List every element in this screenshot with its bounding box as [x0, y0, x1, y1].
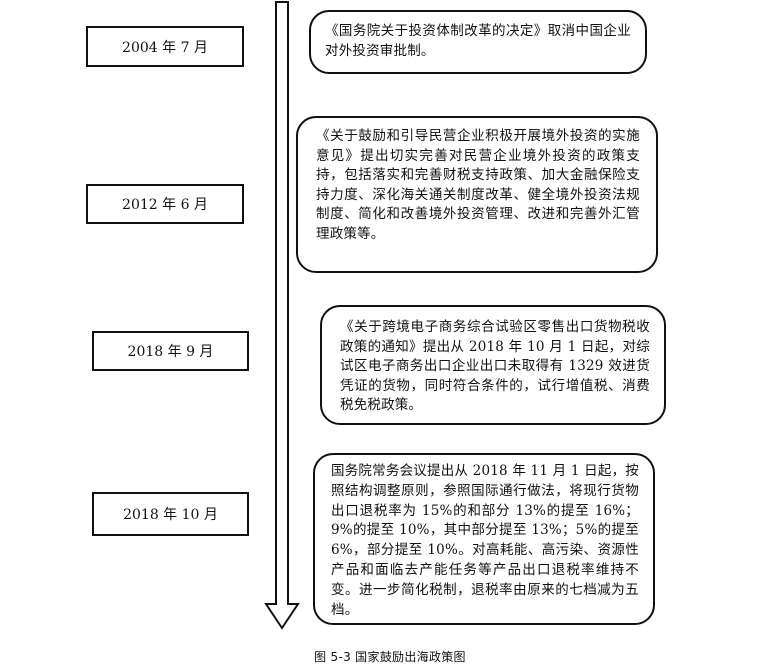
timeline-arrow	[264, 1, 300, 630]
policy-box-2018-09: 《关于跨境电子商务综合试验区零售出口货物税收政策的通知》提出从 2018 年 1…	[320, 305, 666, 425]
policy-box-2004-07: 《国务院关于投资体制改革的决定》取消中国企业对外投资审批制。	[309, 10, 647, 74]
policy-text: 《国务院关于投资体制改革的决定》取消中国企业对外投资审批制。	[325, 23, 631, 59]
date-label: 2004 年 7 月	[122, 39, 208, 56]
date-label: 2018 年 9 月	[127, 344, 214, 360]
date-box-2012-06: 2012 年 6 月	[86, 184, 244, 224]
policy-text: 《关于鼓励和引导民营企业积极开展境外投资的实施意见》提出切实完善对民营企业境外投…	[316, 128, 640, 242]
date-label: 2012 年 6 月	[122, 197, 208, 213]
date-box-2018-09: 2018 年 9 月	[92, 331, 249, 371]
date-box-2018-10: 2018 年 10 月	[92, 492, 249, 536]
policy-text: 国务院常务会议提出从 2018 年 11 月 1 日起，按照结构调整原则，参照国…	[331, 463, 639, 618]
date-box-2004-07: 2004 年 7 月	[86, 26, 244, 67]
date-label: 2018 年 10 月	[123, 507, 218, 523]
figure-caption: 图 5-3 国家鼓励出海政策图	[314, 650, 466, 664]
policy-box-2018-10: 国务院常务会议提出从 2018 年 11 月 1 日起，按照结构调整原则，参照国…	[313, 453, 655, 625]
policy-box-2012-06: 《关于鼓励和引导民营企业积极开展境外投资的实施意见》提出切实完善对民营企业境外投…	[296, 116, 658, 273]
policy-text: 《关于跨境电子商务综合试验区零售出口货物税收政策的通知》提出从 2018 年 1…	[340, 319, 650, 414]
